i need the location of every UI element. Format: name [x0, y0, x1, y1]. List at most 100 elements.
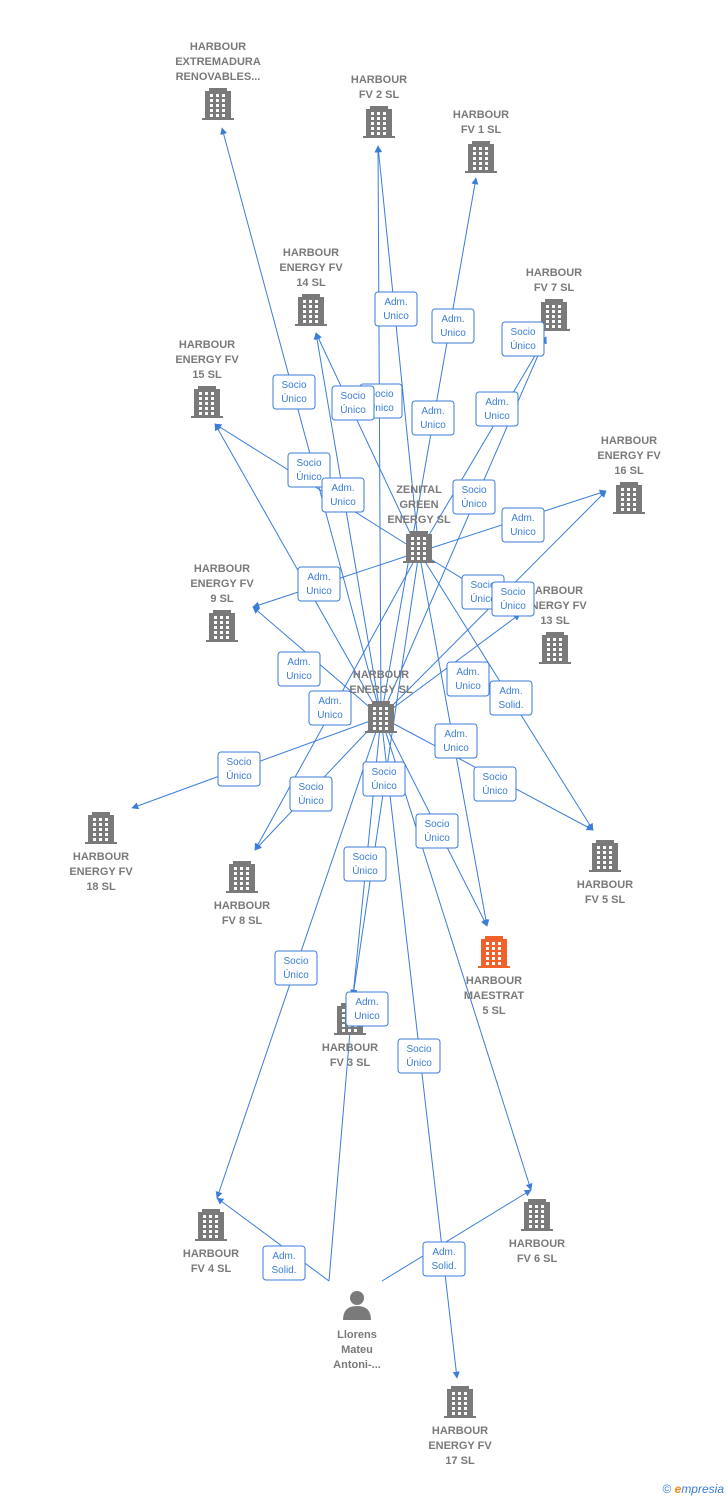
relation-badge-text: Unico	[484, 411, 510, 422]
relation-badge-text: Único	[281, 392, 307, 405]
node-label: ZENITAL	[396, 484, 442, 496]
relation-badge[interactable]: Adm.Unico	[434, 723, 478, 759]
relation-badge-text: Único	[283, 968, 309, 981]
relation-badge-text: Socio	[371, 767, 396, 778]
relation-badge-text: Unico	[440, 328, 466, 339]
building-icon	[85, 812, 117, 844]
relation-badge[interactable]: Adm.Solid.	[422, 1241, 466, 1277]
node-label: ENERGY FV	[523, 600, 587, 612]
relation-badge[interactable]: Adm.Unico	[345, 991, 389, 1027]
node-label: HARBOUR	[577, 879, 633, 891]
relation-edge	[380, 716, 533, 1191]
relation-badge[interactable]: Adm.Unico	[321, 477, 365, 513]
relation-badge-text: Adm.	[318, 696, 341, 707]
node-label: 17 SL	[445, 1455, 475, 1467]
relation-badge[interactable]: Adm.Unico	[431, 308, 475, 344]
node-fv7[interactable]: HARBOUR FV 7 SL	[526, 267, 582, 331]
node-extremadura[interactable]: HARBOUREXTREMADURARENOVABLES...	[175, 41, 261, 120]
node-llorens[interactable]: LlorensMateuAntoni-...	[333, 1291, 381, 1371]
relation-badge[interactable]: Adm. Unico	[308, 690, 352, 726]
node-label: 18 SL	[86, 881, 116, 893]
node-label: Mateu	[341, 1344, 373, 1356]
relation-edge	[313, 332, 382, 718]
node-label: HARBOUR	[432, 1425, 488, 1437]
node-label: 9 SL	[210, 593, 234, 605]
node-label: 13 SL	[540, 615, 570, 627]
node-label: HARBOUR	[526, 267, 582, 279]
building-icon	[295, 294, 327, 326]
relation-badge[interactable]: Adm.Unico	[501, 507, 545, 543]
relation-badge[interactable]: Adm.Solid.	[262, 1245, 306, 1281]
relation-badge[interactable]: Adm.Unico	[374, 291, 418, 327]
node-label: Llorens	[337, 1329, 377, 1341]
relation-badge-text: Socio	[482, 772, 507, 783]
relation-badge[interactable]: Adm.Unico	[277, 651, 321, 687]
relation-badge-text: Socio	[298, 782, 323, 793]
relation-badge-text: Solid.	[271, 1265, 296, 1276]
relation-badge-text: Socio	[368, 389, 393, 400]
building-icon	[363, 106, 395, 138]
relation-badge-text: Único	[424, 831, 450, 844]
relation-badge-text: Unico	[317, 710, 343, 721]
relation-badge-text: Adm.	[307, 572, 330, 583]
node-label: 15 SL	[192, 369, 222, 381]
relation-badge-text: Solid.	[498, 700, 523, 711]
node-label: FV 7 SL	[534, 282, 575, 294]
relation-badge-text: Adm.	[444, 729, 467, 740]
node-label: FV 2 SL	[359, 89, 400, 101]
building-icon	[538, 299, 570, 331]
relation-edge	[220, 127, 382, 718]
relation-badge[interactable]: Adm. Unico	[475, 391, 519, 427]
brand-logo: empresia	[674, 1482, 724, 1496]
relation-badge[interactable]: Adm.Unico	[411, 400, 455, 436]
node-label: GREEN	[399, 499, 438, 511]
relation-badge-text: Socio	[406, 1044, 431, 1055]
relation-badge-text: Adm.	[485, 397, 508, 408]
node-label: Antoni-...	[333, 1359, 381, 1371]
relation-badge[interactable]: Adm.Unico	[297, 566, 341, 602]
relation-badge-text: Adm.	[384, 297, 407, 308]
relation-badge-text: Único	[226, 769, 252, 782]
relation-badge-text: Socio	[340, 391, 365, 402]
relation-badge[interactable]: Adm.Unico	[446, 661, 490, 697]
relation-badge-text: Unico	[330, 497, 356, 508]
node-label: MAESTRAT	[464, 990, 525, 1002]
building-icon	[613, 482, 645, 514]
node-label: HARBOUR	[283, 247, 339, 259]
relation-badge[interactable]: Adm.Solid.	[489, 680, 533, 716]
building-icon	[403, 531, 435, 563]
relation-edge	[216, 1197, 330, 1282]
relation-badge-text: Unico	[354, 1011, 380, 1022]
relation-badge-text: Único	[510, 339, 536, 352]
